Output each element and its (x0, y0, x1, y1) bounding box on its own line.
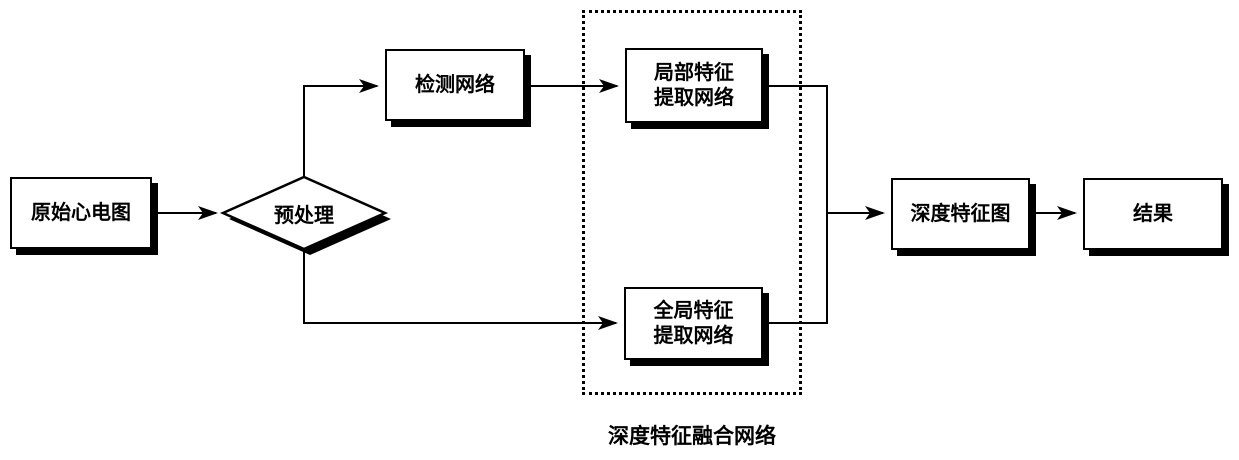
node-local-feature-network: 局部特征 提取网络 (625, 48, 763, 123)
node-detect-network-label: 检测网络 (415, 73, 495, 96)
node-local-feature-line2: 提取网络 (654, 86, 734, 109)
node-raw-ecg-label: 原始心电图 (31, 201, 131, 224)
arrow-preprocess-to-detect (303, 79, 379, 177)
fusion-network-group-label: 深度特征融合网络 (608, 425, 776, 448)
node-local-feature-line1: 局部特征 (654, 61, 734, 84)
arrow-preprocess-to-global (303, 249, 618, 330)
node-preprocess: 预处理 (223, 177, 385, 249)
node-deep-feature-map-label: 深度特征图 (910, 202, 1011, 225)
merge-line-local-global (765, 85, 828, 324)
preprocess-diamond (219, 175, 389, 251)
node-preprocess-label: 预处理 (274, 204, 334, 227)
node-global-feature-network: 全局特征 提取网络 (624, 287, 763, 360)
node-global-feature-line1: 全局特征 (653, 299, 734, 322)
node-deep-feature-map: 深度特征图 (891, 178, 1030, 250)
node-detect-network: 检测网络 (385, 49, 525, 121)
node-result: 结果 (1083, 178, 1223, 250)
node-result-label: 结果 (1133, 202, 1173, 225)
node-global-feature-line2: 提取网络 (653, 324, 734, 347)
fusion-network-group (582, 10, 802, 395)
node-raw-ecg: 原始心电图 (10, 177, 152, 249)
